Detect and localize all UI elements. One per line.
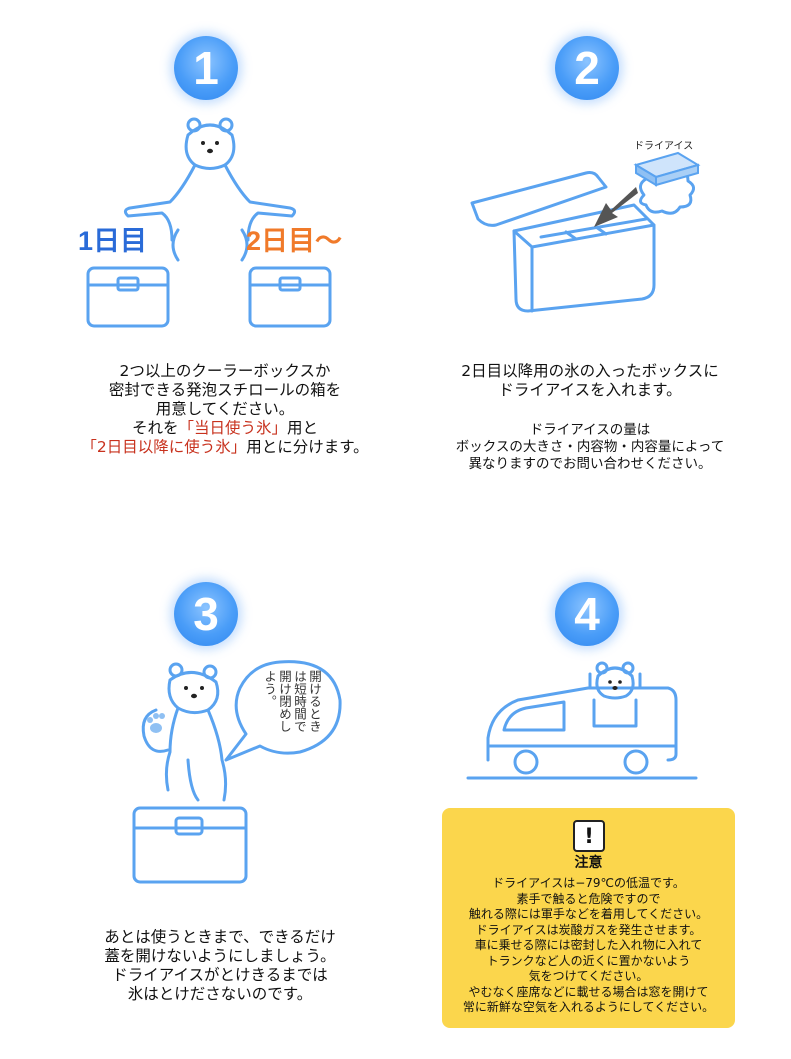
caution-title: 注意	[574, 855, 603, 871]
step-1-description: 2つ以上のクーラーボックスか 密封できる発泡スチロールの箱を 用意してください。…	[40, 362, 410, 457]
insert-arrow	[594, 187, 638, 227]
caution-line-6: トランクなど人の近くに置かないよう	[486, 953, 691, 968]
car-body	[486, 686, 678, 762]
step-1-line-5: 「2日目以降に使う氷」用とに分けます。	[81, 438, 369, 456]
caution-line-9: 常に新鮮な空気を入れるようにしてください。	[462, 1000, 715, 1014]
bear-head	[167, 671, 220, 715]
caution-line-7: 気をつけてください。	[528, 969, 649, 983]
day1-label: 1日目	[78, 226, 147, 256]
step-2-description: 2日目以降用の氷の入ったボックスに ドライアイスを入れます。	[410, 362, 770, 400]
caution-line-4: ドライアイスは炭酸ガスを発生させます。	[475, 922, 702, 937]
step-2-note: ドライアイスの量は ボックスの大きさ・内容物・内容量によって 異なりますのでお問…	[410, 422, 770, 473]
step-1-line-2: 密封できる発泡スチロールの箱を	[108, 381, 342, 399]
cooler-right	[248, 266, 332, 328]
speech-bubble-text: 開けるときは短時間で開け閉めしよう。	[262, 670, 322, 733]
step-2-note-line-2: ボックスの大きさ・内容物・内容量によって	[455, 439, 725, 455]
caution-line-8: やむなく座席などに載せる場合は窓を開けて	[468, 984, 709, 999]
step-1-badge: 1	[174, 36, 238, 100]
step-1-line-4: それを「当日使う氷」用と	[131, 419, 319, 437]
cooler-box	[132, 806, 248, 884]
step-4-illustration	[466, 661, 698, 780]
step-1-line-1: 2つ以上のクーラーボックスか	[119, 362, 331, 380]
step-1-line-3: 用意してください。	[155, 400, 295, 418]
step-2-line-1: 2日目以降用の氷の入ったボックスに	[461, 362, 719, 380]
warning-icon: !	[573, 820, 605, 852]
bear-head	[184, 123, 236, 170]
caution-body: ドライアイスは−79℃の低温です。 素手で触ると危険ですので 触れる際には軍手な…	[442, 876, 735, 1016]
cooler-lid	[470, 171, 608, 227]
car-wheel-front	[513, 749, 539, 775]
step-3-line-4: 氷はとけださないのです。	[127, 985, 313, 1003]
bear-body	[164, 706, 228, 802]
caution-line-5: 車に乗せる際には密封した入れ物に入れて	[474, 938, 703, 952]
speech-bubble	[224, 660, 342, 762]
step-2-illustration: ドライアイス	[470, 140, 701, 313]
caution-line-2: 素手で触ると危険ですので	[516, 891, 661, 906]
step-3-line-3: ドライアイスがとけきるまでは	[112, 966, 328, 984]
day2-label: 2日目〜	[246, 226, 342, 256]
caution-box: ! 注意 ドライアイスは−79℃の低温です。 素手で触ると危険ですので 触れる際…	[442, 808, 735, 1028]
dry-ice-label: ドライアイス	[634, 140, 693, 152]
caution-line-3: 触れる際には軍手などを着用してください。	[468, 907, 709, 921]
bear-paw	[141, 708, 170, 753]
step-3-illustration	[132, 660, 342, 884]
car-wheel-rear	[623, 749, 649, 775]
step-3-line-2: 蓋を開けないようにしましょう。	[104, 947, 336, 965]
step-3-description: あとは使うときまで、できるだけ 蓋を開けないようにしましょう。 ドライアイスがと…	[30, 928, 410, 1004]
caution-line-1: ドライアイスは−79℃の低温です。	[492, 876, 685, 890]
step-2-note-line-3: 異なりますのでお問い合わせください。	[468, 456, 712, 472]
step-2-line-2: ドライアイスを入れます。	[498, 381, 682, 399]
cooler-left	[86, 266, 170, 328]
bear-body	[123, 163, 297, 242]
bear-head	[595, 666, 635, 700]
step-4-badge: 4	[555, 582, 619, 646]
step-3-badge: 3	[174, 582, 238, 646]
cooler-box	[512, 203, 656, 313]
step-2-badge: 2	[555, 36, 619, 100]
step-3-line-1: あとは使うときまで、できるだけ	[104, 928, 336, 946]
step-1-illustration: 1日目 2日目〜	[78, 117, 342, 328]
step-2-note-line-1: ドライアイスの量は	[529, 422, 651, 438]
